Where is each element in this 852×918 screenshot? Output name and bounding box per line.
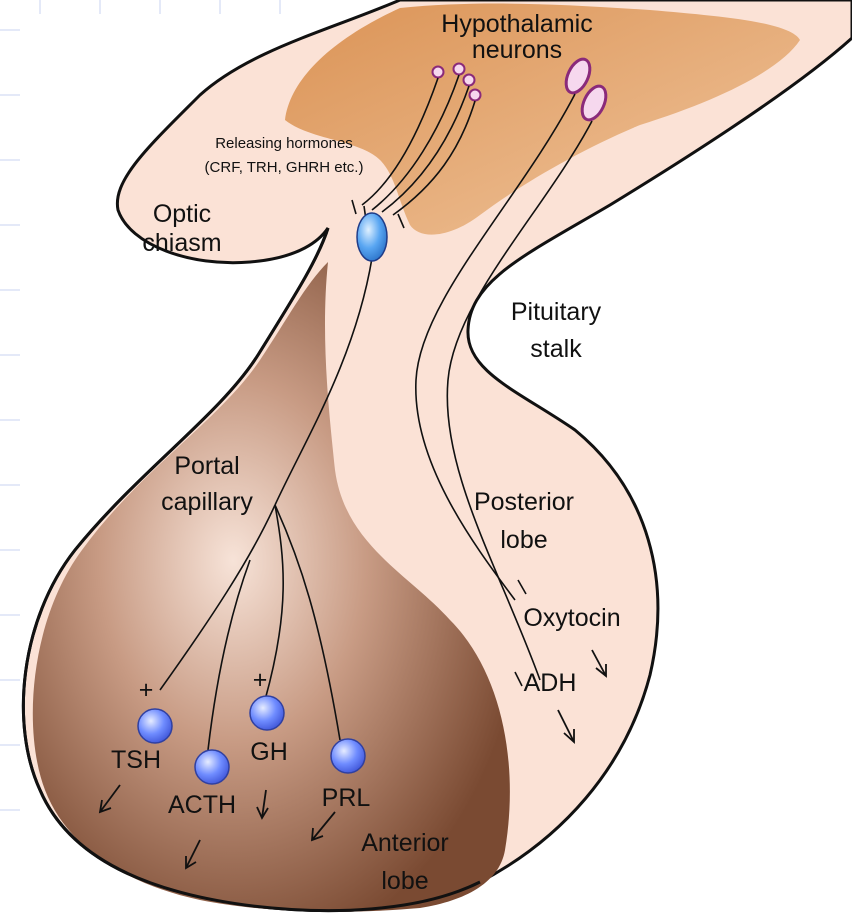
optic-chiasm-label-1: Optic <box>153 200 211 228</box>
hypophyseal-terminal-icon <box>357 213 387 261</box>
oxytocin-label: Oxytocin <box>523 604 620 632</box>
acth-cell-icon <box>195 750 229 784</box>
portal-capillary-label-2: capillary <box>161 488 253 516</box>
anterior-lobe-label-1: Anterior <box>361 829 449 857</box>
neuron-ring-icon <box>454 64 465 75</box>
pituitary-stalk-label-1: Pituitary <box>511 298 602 326</box>
posterior-lobe-label-1: Posterior <box>474 488 574 516</box>
posterior-lobe-label-2: lobe <box>500 526 547 554</box>
neuron-ring-icon <box>433 67 444 78</box>
releasing-hormones-label-1: Releasing hormones <box>215 135 353 152</box>
releasing-hormones-label-2: (CRF, TRH, GHRH etc.) <box>205 159 364 176</box>
neuron-ring-icon <box>470 90 481 101</box>
anterior-lobe-label-2: lobe <box>381 867 428 895</box>
gh-cell-icon <box>250 696 284 730</box>
tsh-plus-label: + <box>139 676 154 704</box>
gh-label: GH <box>250 738 288 766</box>
optic-chiasm-label-2: chiasm <box>142 229 221 257</box>
portal-capillary-label-1: Portal <box>174 452 239 480</box>
adh-label: ADH <box>524 669 577 697</box>
prl-cell-icon <box>331 739 365 773</box>
tsh-label: TSH <box>111 746 161 774</box>
hypothalamic-neurons-label-1: Hypothalamic <box>441 10 592 38</box>
pituitary-stalk-label-2: stalk <box>530 335 582 363</box>
hypothalamic-neurons-label-2: neurons <box>472 36 562 64</box>
acth-label: ACTH <box>168 791 236 819</box>
gh-plus-label: + <box>253 666 268 694</box>
tsh-cell-icon <box>138 709 172 743</box>
neuron-ring-icon <box>464 75 475 86</box>
prl-label: PRL <box>322 784 371 812</box>
